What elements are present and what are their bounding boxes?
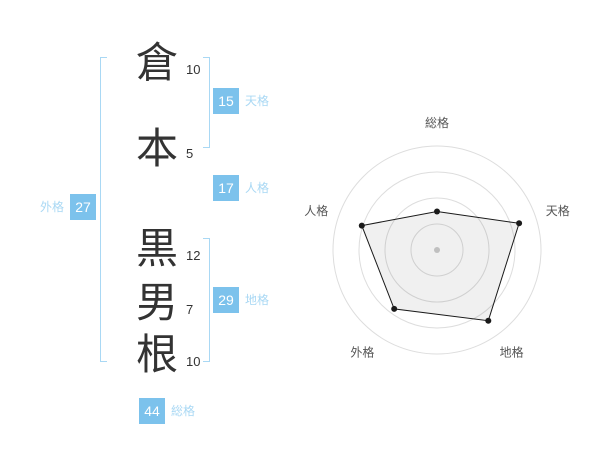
tenkaku-badge: 15 xyxy=(213,88,239,114)
soukaku-badge: 44 xyxy=(139,398,165,424)
radar-axis-label: 地格 xyxy=(500,345,524,360)
radar-axis-label: 天格 xyxy=(546,203,570,218)
name-char-2: 本 xyxy=(136,125,179,172)
chikaku-bracket xyxy=(203,238,210,362)
chikaku-badge: 29 xyxy=(213,287,239,313)
tenkaku-bracket xyxy=(203,57,210,148)
radar-axis-label: 総格 xyxy=(425,115,449,130)
soukaku-label: 総格 xyxy=(171,404,196,418)
jinkaku-label: 人格 xyxy=(245,181,270,195)
gaikaku-badge: 27 xyxy=(70,194,96,220)
name-char-4: 男 xyxy=(136,279,179,326)
name-char-1: 倉 xyxy=(136,39,179,86)
tenkaku-label: 天格 xyxy=(245,94,270,108)
radar-axis-label: 人格 xyxy=(304,203,328,218)
radar-axis-label: 外格 xyxy=(350,345,374,360)
gaikaku-label: 外格 xyxy=(40,200,65,214)
name-char-3: 黒 xyxy=(136,225,179,272)
stroke-count-5: 10 xyxy=(186,354,201,369)
stroke-count-3: 12 xyxy=(186,248,201,263)
stroke-count-1: 10 xyxy=(186,62,201,77)
stroke-count-2: 5 xyxy=(186,146,194,161)
stroke-count-4: 7 xyxy=(186,302,194,317)
name-char-5: 根 xyxy=(136,331,179,378)
chikaku-label: 地格 xyxy=(245,293,270,307)
jinkaku-badge: 17 xyxy=(213,175,239,201)
gaikaku-bracket xyxy=(100,57,107,362)
